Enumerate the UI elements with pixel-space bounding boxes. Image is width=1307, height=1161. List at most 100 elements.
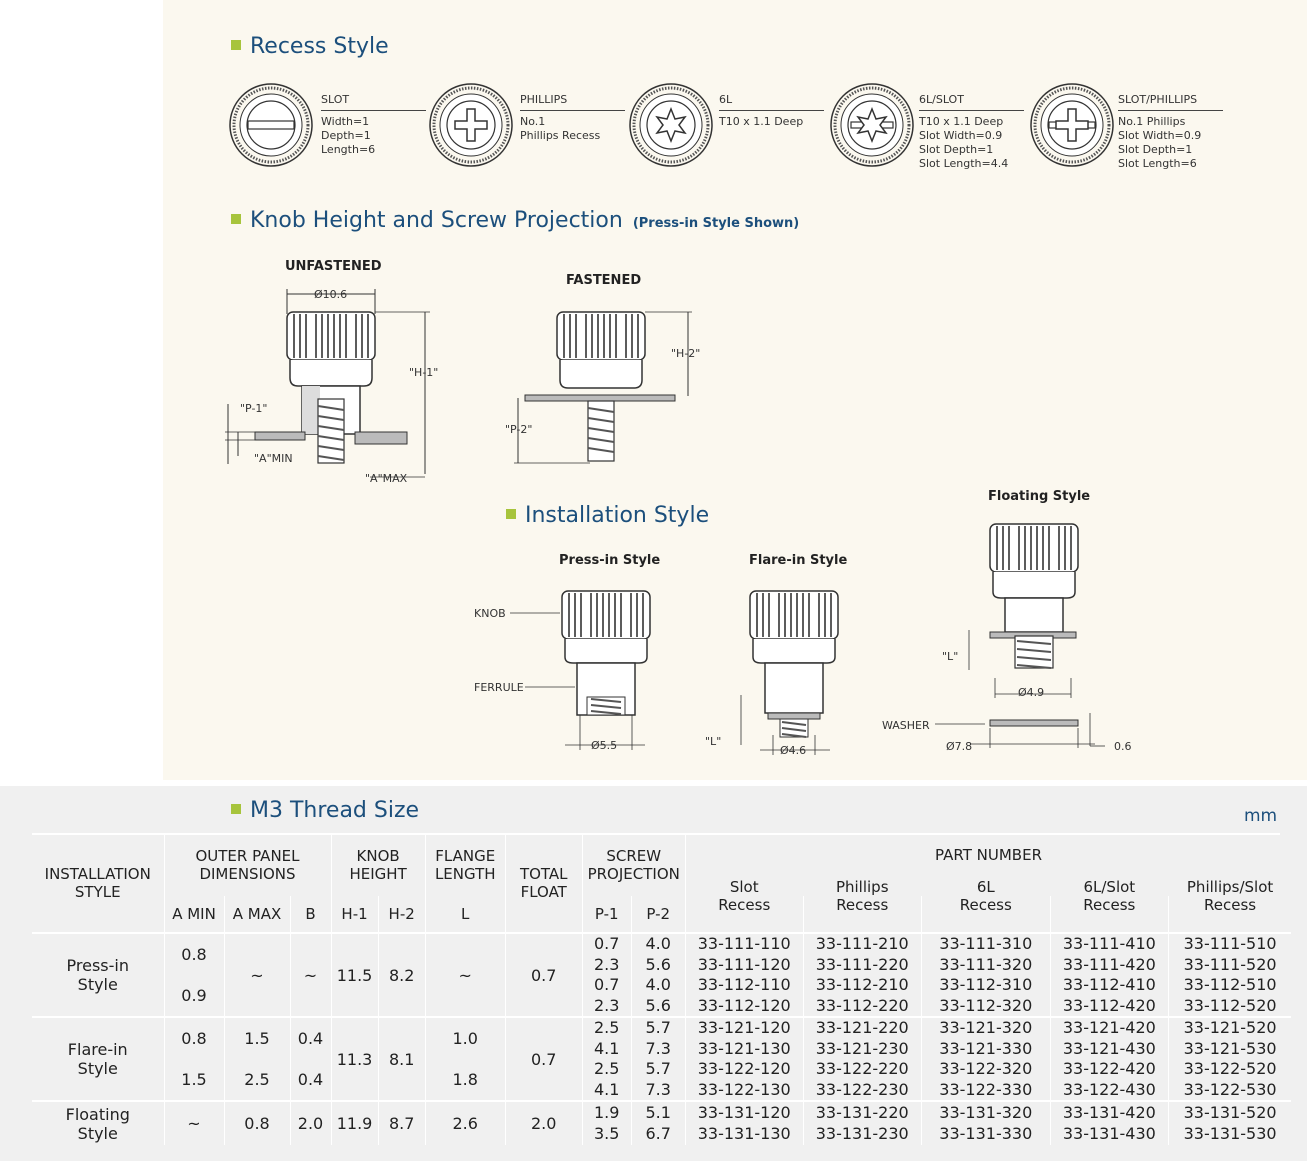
header-screw-projection: SCREW PROJECTION bbox=[582, 834, 686, 896]
header-knob-height: KNOB HEIGHT bbox=[331, 834, 426, 896]
header-6l-recess: 6L Recess bbox=[921, 878, 1051, 915]
recess-spec-6l-slot: 6L/SLOT T10 x 1.1 Deep Slot Width=0.9 Sl… bbox=[919, 93, 1024, 171]
press-in-drawing bbox=[510, 590, 651, 750]
recess-spec-slot: SLOT Width=1 Depth=1 Length=6 bbox=[321, 93, 426, 157]
cell-flange: 2.6 bbox=[425, 1100, 506, 1145]
unfastened-drawing bbox=[225, 289, 430, 478]
cell-h2: 8.1 bbox=[378, 1016, 426, 1101]
recess-phillips-icon bbox=[429, 83, 513, 167]
l-label-floating: "L" bbox=[942, 650, 959, 663]
m3-thread-size-title: M3 Thread Size bbox=[231, 798, 419, 823]
fastened-label: FASTENED bbox=[566, 273, 642, 288]
h1-label: "H-1" bbox=[409, 366, 439, 379]
cell-flange: 1.0 bbox=[425, 1015, 506, 1059]
header-total-float: TOTAL FLOAT bbox=[505, 834, 583, 933]
header-l: L bbox=[425, 896, 506, 933]
cell-b: ~ bbox=[290, 932, 332, 1017]
header-b: B bbox=[290, 896, 332, 933]
l-label-flare: "L" bbox=[705, 735, 722, 748]
bullet-icon bbox=[506, 509, 516, 519]
header-a-min: A MIN bbox=[164, 896, 225, 933]
header-a-max: A MAX bbox=[224, 896, 291, 933]
amin-label: "A"MIN bbox=[254, 452, 293, 465]
header-part-number: PART NUMBER bbox=[935, 846, 1042, 864]
header-h2: H-2 bbox=[378, 896, 426, 933]
cell-h1: 11.5 bbox=[331, 932, 379, 1017]
flare-in-style-label: Flare-in Style bbox=[749, 553, 848, 568]
diameter-5-5-label: Ø5.5 bbox=[591, 739, 618, 752]
bullet-icon bbox=[231, 214, 241, 224]
recess-style-title: Recess Style bbox=[231, 34, 389, 59]
header-p1: P-1 bbox=[582, 896, 632, 933]
header-phillips-slot-recess: Phillips/Slot Recess bbox=[1186, 878, 1274, 914]
recess-spec-phillips: PHILLIPS No.1 Phillips Recess bbox=[520, 93, 625, 143]
cell-amax: 1.5 bbox=[224, 1015, 291, 1059]
row-style-flare-in: Flare-in Style bbox=[32, 1016, 165, 1101]
cell-h1: 11.9 bbox=[331, 1100, 379, 1145]
table-row: 1.5 2.5 0.4 1.8 bbox=[32, 1058, 1291, 1101]
header-p2: P-2 bbox=[631, 896, 686, 933]
cell-b: 2.0 bbox=[290, 1100, 332, 1145]
cell-flange: 1.8 bbox=[425, 1058, 506, 1101]
header-slot-recess: Slot Recess bbox=[685, 878, 804, 915]
header-h1: H-1 bbox=[331, 896, 379, 933]
cell-h1: 11.3 bbox=[331, 1016, 379, 1101]
cell-h2: 8.2 bbox=[378, 932, 426, 1017]
cell-float: 2.0 bbox=[505, 1100, 583, 1145]
h2-label: "H-2" bbox=[671, 347, 701, 360]
cell-b: 0.4 bbox=[290, 1015, 332, 1059]
header-outer-panel: OUTER PANEL DIMENSIONS bbox=[164, 834, 332, 896]
floating-drawing bbox=[935, 523, 1105, 748]
cell-amin: 1.5 bbox=[164, 1058, 225, 1101]
diameter-4-6-label: Ø4.6 bbox=[780, 744, 807, 757]
installation-style-title: Installation Style bbox=[506, 503, 709, 528]
bullet-icon bbox=[231, 804, 241, 814]
flare-in-drawing bbox=[740, 590, 839, 755]
cell-flange: ~ bbox=[425, 932, 506, 1017]
cell-h2: 8.7 bbox=[378, 1100, 426, 1145]
cell-amax: 2.5 bbox=[224, 1058, 291, 1101]
recess-slot-icon bbox=[229, 83, 313, 167]
cell-amin: 0.8 bbox=[164, 931, 225, 975]
recess-6l-slot-icon bbox=[830, 83, 914, 167]
table-row: Press-in Style 0.8 ~ ~ 11.5 8.2 ~ 0.7 0.… bbox=[32, 931, 1292, 1017]
table-row: Floating Style ~ 0.8 2.0 11.9 8.7 2.6 2.… bbox=[32, 1100, 1292, 1145]
p2-label: "P-2" bbox=[505, 423, 533, 436]
amax-label: "A"MAX bbox=[365, 472, 408, 485]
diameter-7-8-label: Ø7.8 bbox=[946, 740, 973, 753]
recess-6l-icon bbox=[629, 83, 713, 167]
header-installation-style: INSTALLATION STYLE bbox=[32, 834, 165, 933]
fastened-drawing bbox=[514, 311, 692, 464]
cell-amin: 0.9 bbox=[164, 974, 225, 1017]
m3-thread-table: INSTALLATION STYLE OUTER PANEL DIMENSION… bbox=[32, 834, 1292, 1145]
ferrule-label: FERRULE bbox=[474, 681, 524, 694]
row-style-floating: Floating Style bbox=[32, 1100, 165, 1145]
recess-spec-slot-phillips: SLOT/PHILLIPS No.1 Phillips Slot Width=0… bbox=[1118, 93, 1223, 171]
recess-spec-6l: 6L T10 x 1.1 Deep bbox=[719, 93, 824, 129]
p1-label: "P-1" bbox=[240, 402, 268, 415]
thickness-0-6-label: 0.6 bbox=[1114, 740, 1132, 753]
table-row: Flare-in Style 0.8 1.5 0.4 11.3 8.1 1.0 … bbox=[32, 1015, 1292, 1101]
cell-float: 0.7 bbox=[505, 932, 583, 1017]
cell-amax: ~ bbox=[224, 932, 291, 1017]
header-flange-length: FLANGE LENGTH bbox=[425, 834, 506, 896]
cell-b: 0.4 bbox=[290, 1058, 332, 1101]
header-phillips-recess: Phillips Recess bbox=[803, 878, 922, 915]
